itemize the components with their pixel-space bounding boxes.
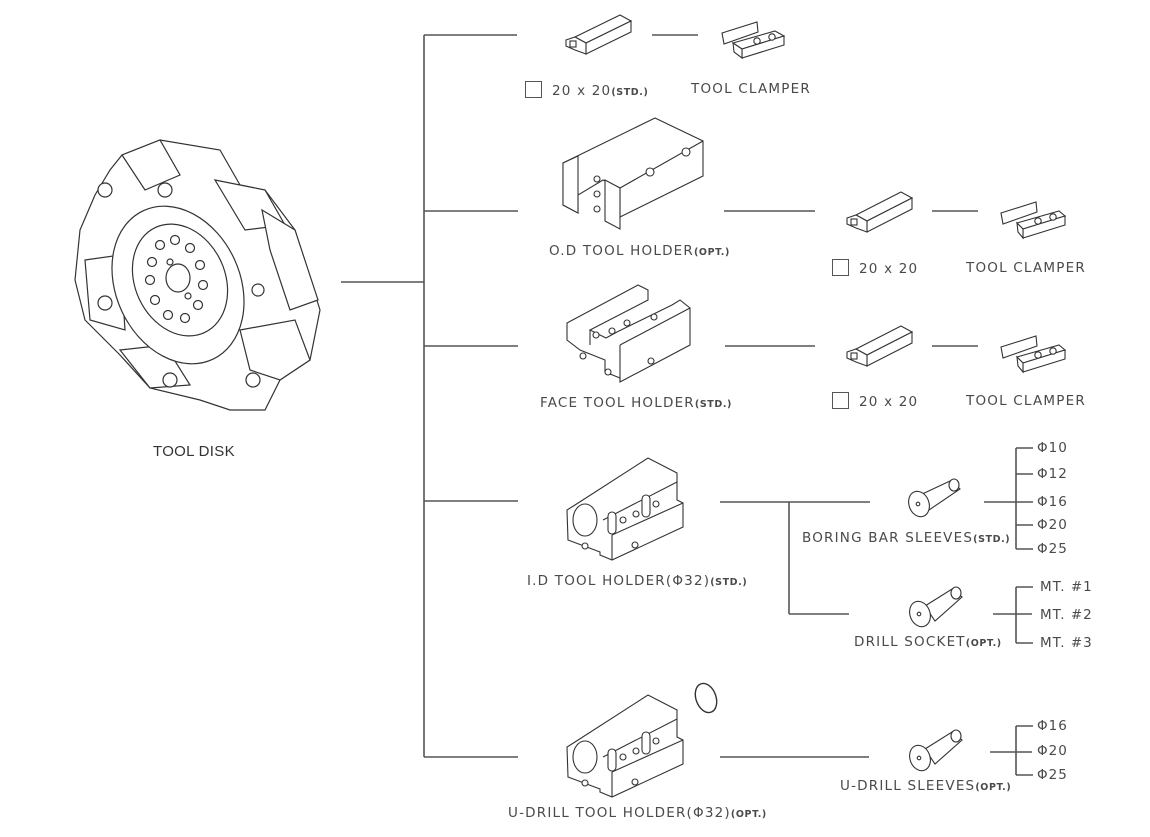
tool-disk-drawing: [74, 139, 321, 411]
option-label: Φ25: [1037, 541, 1068, 557]
checkbox-square-icon: [525, 81, 542, 98]
tool-bit-drawing: [565, 14, 633, 55]
option-label: MT. #3: [1040, 635, 1093, 651]
tool-size-label: 20 x 20: [832, 259, 918, 277]
u-drill-sleeve-drawing: [909, 729, 963, 772]
option-label: Φ16: [1037, 718, 1068, 734]
tool-clamper-label: TOOL CLAMPER: [691, 81, 811, 97]
u-drill-tool-holder-drawing: [566, 694, 684, 798]
option-label: Φ10: [1037, 440, 1068, 456]
tool-clamper-label: TOOL CLAMPER: [966, 393, 1086, 409]
od-tool-holder-label: O.D TOOL HOLDER(OPT.): [549, 243, 730, 259]
option-label: MT. #2: [1040, 607, 1093, 623]
drill-socket-label: DRILL SOCKET(OPT.): [854, 634, 1002, 650]
boring-bar-sleeve-drawing: [908, 478, 961, 518]
tool-clamper-drawing: [721, 21, 786, 60]
tool-clamper-label: TOOL CLAMPER: [966, 260, 1086, 276]
u-drill-sleeves-label: U-DRILL SLEEVES(OPT.): [840, 778, 1012, 794]
boring-bar-sleeves-label: BORING BAR SLEEVES(STD.): [802, 530, 1011, 546]
option-label: MT. #1: [1040, 579, 1093, 595]
tool-bit-drawing: [846, 325, 914, 367]
tool-clamper-drawing: [1000, 201, 1067, 240]
o-ring-drawing: [694, 682, 718, 714]
tool-disk-label: TOOL DISK: [153, 443, 235, 460]
tool-size-label: 20 x 20: [832, 392, 918, 410]
id-tool-holder-drawing: [566, 457, 684, 561]
option-label: Φ20: [1037, 743, 1068, 759]
option-label: Φ12: [1037, 466, 1068, 482]
tool-size-label: 20 x 20(STD.): [525, 81, 648, 99]
checkbox-square-icon: [832, 259, 849, 276]
checkbox-square-icon: [832, 392, 849, 409]
u-drill-tool-holder-label: U-DRILL TOOL HOLDER(Φ32)(OPT.): [508, 805, 767, 821]
od-tool-holder-drawing: [562, 117, 704, 230]
tool-clamper-drawing: [1000, 335, 1067, 374]
face-tool-holder-label: FACE TOOL HOLDER(STD.): [540, 395, 732, 411]
tool-bit-drawing: [846, 191, 914, 233]
face-tool-holder-drawing: [566, 284, 691, 383]
id-tool-holder-label: I.D TOOL HOLDER(Φ32)(STD.): [527, 573, 748, 589]
option-label: Φ25: [1037, 767, 1068, 783]
drill-socket-drawing: [909, 586, 963, 628]
option-label: Φ16: [1037, 494, 1068, 510]
option-label: Φ20: [1037, 517, 1068, 533]
